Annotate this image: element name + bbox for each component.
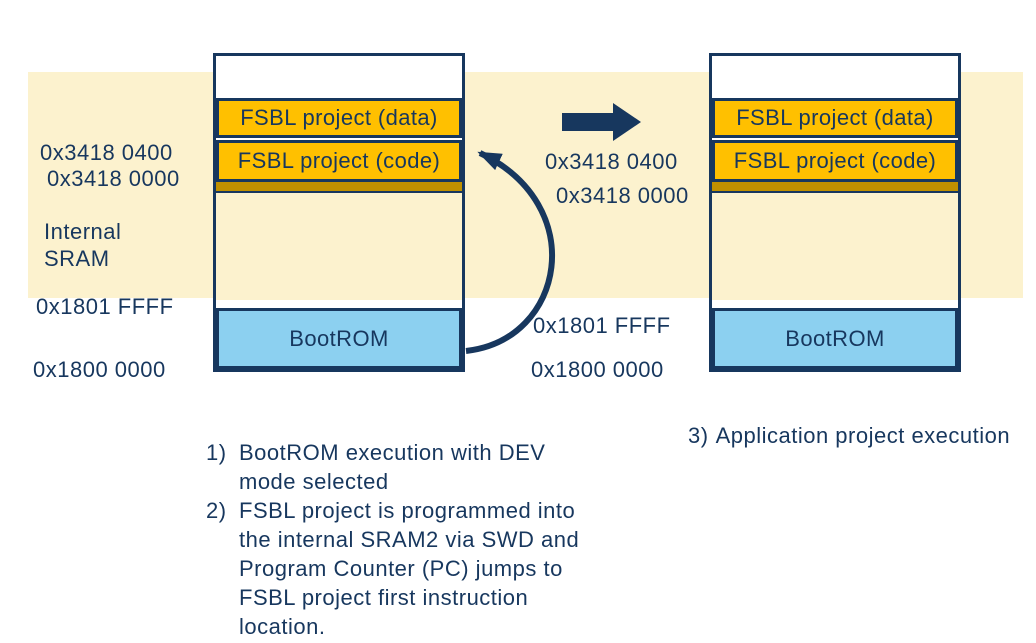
addr-label-rom-top-middle: 0x1801 FFFF (533, 313, 671, 338)
addr-label-code-top-left: 0x3418 0400 (40, 140, 173, 165)
vector-table-bar (712, 182, 958, 193)
internal-sram-label: Internal SRAM (44, 218, 121, 272)
addr-label-rom-top-left: 0x1801 FFFF (36, 294, 174, 319)
fsbl-code-label: FSBL project (code) (237, 148, 441, 173)
memory-column-application: FSBL project (data) FSBL project (code) … (709, 53, 961, 372)
step-1-text: BootROM execution with DEV mode selected (239, 440, 546, 494)
caption-steps-list: 1) BootROM execution with DEV mode selec… (206, 438, 604, 641)
step-3-text: Application project execution (715, 423, 1011, 448)
caption-step-1: 1) BootROM execution with DEV mode selec… (206, 438, 604, 496)
addr-label-code-base-middle: 0x3418 0000 (556, 183, 689, 208)
addr-label-rom-base-middle: 0x1800 0000 (531, 357, 664, 382)
fsbl-code-label: FSBL project (code) (733, 148, 937, 173)
bootrom-block: BootROM (712, 308, 958, 369)
vector-table-bar (216, 182, 462, 193)
fsbl-data-label: FSBL project (data) (736, 105, 934, 130)
free-sram-segment (712, 193, 958, 300)
memory-segment-gap (712, 300, 958, 308)
fsbl-data-block: FSBL project (data) (712, 98, 958, 138)
caption-step-2: 2) FSBL project is programmed into the i… (206, 496, 604, 641)
fsbl-code-block: FSBL project (code) (712, 140, 958, 182)
step-2-number: 2) (206, 498, 227, 523)
fsbl-data-block: FSBL project (data) (216, 98, 462, 138)
addr-label-code-base-left: 0x3418 0000 (47, 166, 180, 191)
memory-segment-gap (216, 300, 462, 308)
memory-segment-top (712, 56, 958, 98)
fsbl-data-label: FSBL project (data) (240, 105, 438, 130)
step-1-number: 1) (206, 440, 227, 465)
internal-sram-label-line2: SRAM (44, 246, 110, 271)
free-sram-segment (216, 193, 462, 300)
memory-segment-top (216, 56, 462, 98)
fsbl-code-block: FSBL project (code) (216, 140, 462, 182)
step-2-text: FSBL project is programmed into the inte… (239, 498, 580, 639)
memory-column-boot: FSBL project (data) FSBL project (code) … (213, 53, 465, 372)
step-3-number: 3) (688, 423, 709, 448)
bootrom-label: BootROM (785, 325, 885, 351)
internal-sram-label-line1: Internal (44, 219, 122, 244)
bootrom-label: BootROM (289, 325, 389, 351)
addr-label-rom-base-left: 0x1800 0000 (33, 357, 166, 382)
bootrom-block: BootROM (216, 308, 462, 369)
caption-step-3: 3) Application project execution (688, 421, 1010, 450)
addr-label-code-top-middle: 0x3418 0400 (545, 149, 678, 174)
